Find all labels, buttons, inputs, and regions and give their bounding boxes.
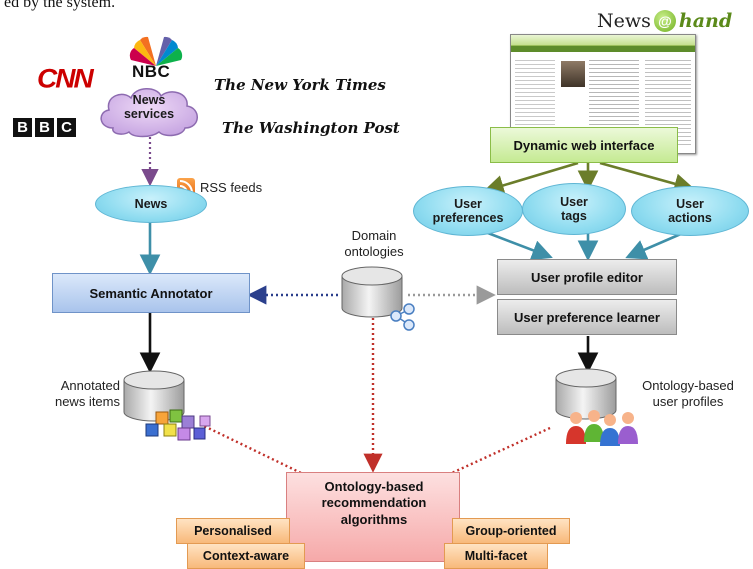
news-node: News <box>95 185 207 223</box>
user-figure-purple <box>618 412 638 444</box>
user-preference-learner-box: User preference learner <box>497 299 677 335</box>
multi-facet-tag: Multi-facet <box>444 543 548 569</box>
newsathand-logo: News @ hand <box>597 8 732 34</box>
user-figure-blue <box>600 414 620 446</box>
cloud-icon <box>100 88 198 138</box>
ontology-node-2 <box>403 303 415 315</box>
database-with-cubes-icon <box>123 370 211 441</box>
cube-lilac <box>199 415 211 427</box>
dynamic-web-interface-box: Dynamic web interface <box>490 127 678 163</box>
user-profiles-database <box>552 368 648 448</box>
recommendation-algorithms-label: Ontology-based recommendation algorithms <box>321 479 427 527</box>
bbc-logo: B B C <box>13 118 76 137</box>
cube-navy <box>193 427 206 440</box>
ontology-node-3 <box>403 319 415 331</box>
newsathand-hand: hand <box>678 10 733 32</box>
group-oriented-tag: Group-oriented <box>452 518 570 544</box>
cube-green <box>169 409 183 423</box>
cnn-logo: CNN <box>37 63 94 94</box>
user-actions-node: User actions <box>631 186 749 236</box>
newsathand-word: News <box>597 10 651 32</box>
cube-violet <box>177 427 191 441</box>
at-icon: @ <box>653 10 676 32</box>
news-services-label: News services <box>123 93 175 122</box>
nbc-logo: NBC <box>126 34 186 81</box>
ontology-node-1 <box>390 310 402 322</box>
screenshot-header <box>511 35 695 46</box>
nbc-peacock-icon <box>129 36 183 66</box>
screenshot-photo <box>561 61 585 87</box>
wapo-logo: The Washington Post <box>222 119 400 137</box>
domain-ontologies-label: Domain ontologies <box>344 228 404 259</box>
cube-blue <box>145 423 159 437</box>
recommendation-algorithms-box: Ontology-based recommendation algorithms <box>286 472 460 562</box>
arrow-web-to-actions <box>599 161 696 194</box>
user-tags-node: User tags <box>522 183 626 235</box>
database-icon <box>341 266 415 331</box>
context-aware-tag: Context-aware <box>187 543 305 569</box>
bbc-block-c: C <box>57 118 76 137</box>
bbc-block-b1: B <box>13 118 32 137</box>
news-services-cloud: News services <box>93 80 205 140</box>
header-fragment: ed by the system. <box>4 0 116 11</box>
user-preferences-node: User preferences <box>413 186 523 236</box>
domain-ontologies-database <box>338 266 418 332</box>
user-profile-editor-box: User profile editor <box>497 259 677 295</box>
cube-yellow <box>163 423 177 437</box>
annotated-news-items-label: Annotated news items <box>54 378 120 409</box>
arrow-web-to-preferences <box>483 161 579 196</box>
database-with-users-icon <box>555 368 638 446</box>
personalised-tag: Personalised <box>176 518 290 544</box>
ontology-based-user-profiles-label: Ontology-based user profiles <box>642 378 734 409</box>
bbc-block-b2: B <box>35 118 54 137</box>
nyt-logo: The New York Times <box>214 76 386 94</box>
arrow-preferences-to-editor <box>479 228 553 261</box>
semantic-annotator-box: Semantic Annotator <box>52 273 250 313</box>
rss-feeds-label: RSS feeds <box>200 180 263 195</box>
annotated-news-database <box>120 370 216 442</box>
user-figure-green <box>584 410 604 442</box>
screenshot-nav <box>511 46 695 52</box>
user-figure-red <box>566 412 586 444</box>
nbc-wordmark: NBC <box>132 62 171 81</box>
cube-orange <box>155 411 169 425</box>
cube-purple <box>181 415 195 429</box>
